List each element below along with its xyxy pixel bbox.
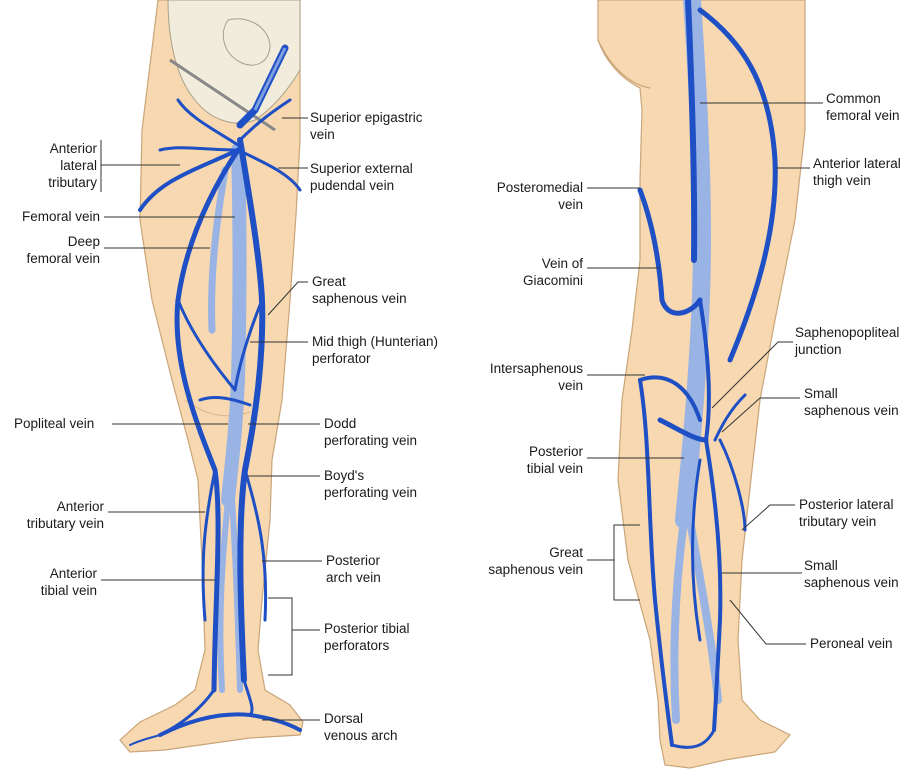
svg-text:arch vein: arch vein [326, 570, 381, 585]
svg-text:femoral vein: femoral vein [26, 251, 100, 266]
svg-text:Superior epigastric: Superior epigastric [310, 110, 423, 125]
svg-text:Dodd: Dodd [324, 416, 356, 431]
label-peroneal-vein: Peroneal vein [730, 600, 893, 651]
svg-text:Mid thigh (Hunterian): Mid thigh (Hunterian) [312, 334, 438, 349]
label-small-saphenous-vein-lower: Small saphenous vein [722, 558, 899, 590]
svg-text:Dorsal: Dorsal [324, 711, 363, 726]
svg-text:saphenous vein: saphenous vein [488, 562, 583, 577]
label-intersaphenous-vein: Intersaphenous vein [490, 361, 645, 393]
label-great-saphenous-vein-posterior: Great saphenous vein [488, 525, 640, 600]
svg-text:Deep: Deep [68, 234, 100, 249]
svg-text:Femoral vein: Femoral vein [22, 209, 100, 224]
svg-text:tibial vein: tibial vein [527, 461, 583, 476]
svg-text:thigh vein: thigh vein [813, 173, 871, 188]
svg-text:perforating vein: perforating vein [324, 485, 417, 500]
svg-text:vein: vein [310, 127, 335, 142]
svg-text:Anterior: Anterior [50, 566, 98, 581]
svg-text:tibial vein: tibial vein [41, 583, 97, 598]
label-anterior-tributary-vein: Anterior tributary vein [27, 499, 205, 531]
svg-text:Superior external: Superior external [310, 161, 413, 176]
svg-text:Posterior: Posterior [326, 553, 381, 568]
label-posterior-tibial-perforators: Posterior tibial perforators [268, 598, 410, 675]
svg-text:vein: vein [558, 378, 583, 393]
svg-text:Posteromedial: Posteromedial [497, 180, 583, 195]
svg-text:venous arch: venous arch [324, 728, 398, 743]
svg-text:Great: Great [312, 274, 346, 289]
svg-text:Giacomini: Giacomini [523, 273, 583, 288]
svg-text:Saphenopopliteal: Saphenopopliteal [795, 325, 899, 340]
svg-text:Posterior lateral: Posterior lateral [799, 497, 894, 512]
label-superior-epigastric-vein: Superior epigastric vein [282, 110, 423, 142]
label-posteromedial-vein: Posteromedial vein [497, 180, 640, 212]
svg-text:Vein of: Vein of [542, 256, 584, 271]
svg-text:Posterior: Posterior [529, 444, 584, 459]
label-posterior-arch-vein: Posterior arch vein [262, 553, 381, 585]
svg-text:Small: Small [804, 386, 838, 401]
label-boyds-perforating-vein: Boyd's perforating vein [248, 468, 417, 500]
svg-text:Boyd's: Boyd's [324, 468, 364, 483]
svg-text:saphenous vein: saphenous vein [804, 403, 899, 418]
svg-text:tributary: tributary [48, 175, 97, 190]
posterior-leg-view: Common femoral vein Anterior lateral thi… [488, 0, 900, 768]
anterior-leg-view: Superior epigastric vein Anterior latera… [14, 0, 438, 752]
svg-text:junction: junction [794, 342, 842, 357]
svg-text:Popliteal vein: Popliteal vein [14, 416, 94, 431]
svg-text:perforating vein: perforating vein [324, 433, 417, 448]
svg-text:lateral: lateral [60, 158, 97, 173]
svg-text:femoral vein: femoral vein [826, 108, 900, 123]
svg-text:Great: Great [549, 545, 583, 560]
label-posterior-lateral-tributary-vein: Posterior lateral tributary vein [742, 497, 894, 530]
label-anterior-tibial-vein: Anterior tibial vein [41, 566, 215, 598]
svg-text:Intersaphenous: Intersaphenous [490, 361, 583, 376]
svg-text:Anterior lateral: Anterior lateral [813, 156, 901, 171]
svg-text:saphenous vein: saphenous vein [804, 575, 899, 590]
svg-text:Small: Small [804, 558, 838, 573]
svg-text:saphenous vein: saphenous vein [312, 291, 407, 306]
svg-text:tributary vein: tributary vein [27, 516, 104, 531]
svg-text:perforator: perforator [312, 351, 371, 366]
svg-text:Anterior: Anterior [57, 499, 105, 514]
svg-text:pudendal vein: pudendal vein [310, 178, 394, 193]
svg-text:tributary vein: tributary vein [799, 514, 876, 529]
svg-text:Common: Common [826, 91, 881, 106]
svg-text:Peroneal vein: Peroneal vein [810, 636, 893, 651]
svg-text:Posterior tibial: Posterior tibial [324, 621, 410, 636]
svg-text:perforators: perforators [324, 638, 390, 653]
svg-text:Anterior: Anterior [50, 141, 98, 156]
svg-text:vein: vein [558, 197, 583, 212]
